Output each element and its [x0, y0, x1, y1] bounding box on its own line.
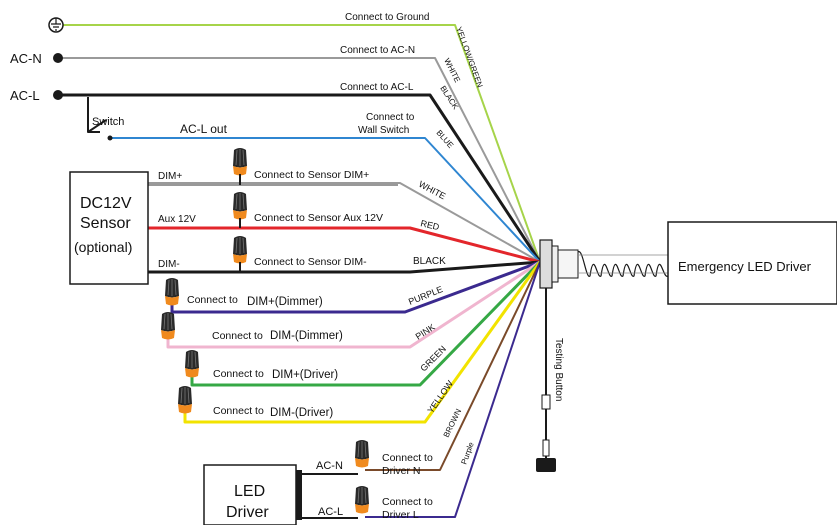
ac-l-black-wire	[58, 93, 542, 263]
connect-dimmer-dim-plus-b: DIM+(Dimmer)	[247, 296, 323, 308]
led-driver-acn: AC-N	[316, 460, 343, 472]
connect-driver-n-1: Connect to	[382, 452, 433, 464]
connect-ground-label: Connect to Ground	[345, 12, 430, 23]
connect-sensor-aux: Connect to Sensor Aux 12V	[254, 212, 383, 224]
wall-switch	[87, 119, 113, 141]
connect-driver-dim-plus-b: DIM+(Driver)	[272, 369, 338, 381]
led-driver-title-2: Driver	[226, 504, 269, 521]
wire-label-yellow: YELLOW	[425, 378, 455, 415]
ac-l-terminal	[53, 90, 63, 100]
sensor-title-3: (optional)	[74, 239, 132, 255]
acl-out-label: AC-L out	[180, 122, 228, 136]
emergency-driver-label: Emergency LED Driver	[678, 259, 812, 274]
wire-label-black-sensor: BLACK	[413, 256, 446, 267]
wire-label-blue: BLUE	[435, 128, 456, 150]
wirenut-dimmer-dim-plus	[164, 277, 180, 306]
wire-label-green: GREEN	[418, 344, 448, 374]
connect-driver-n-2: Driver N	[382, 465, 421, 477]
wirenut-sensor-dim-minus	[232, 235, 248, 264]
testing-button-label: Testing Button	[553, 338, 564, 401]
sensor-title-2: Sensor	[80, 215, 131, 232]
wirenut-driver-dim-minus	[177, 385, 193, 414]
red-wire	[148, 226, 541, 264]
connect-acn-label: Connect to AC-N	[340, 45, 415, 56]
yellow-wire	[183, 261, 542, 424]
wire-label-red: RED	[420, 218, 441, 232]
sensor-dim-plus-label: DIM+	[158, 171, 182, 182]
white-sensor-wire	[148, 182, 541, 263]
wirenut-sensor-aux	[232, 191, 248, 220]
wirenut-driver-n	[354, 439, 370, 468]
black-sensor-wire	[148, 260, 541, 274]
wire-label-brown: BROWN	[442, 407, 464, 439]
wires	[55, 24, 547, 518]
wirenut-driver-dim-plus	[184, 349, 200, 378]
connect-sensor-dim-minus: Connect to Sensor DIM-	[254, 256, 367, 268]
connect-acl-label: Connect to AC-L	[340, 82, 414, 93]
sensor-title-1: DC12V	[80, 195, 132, 212]
connect-sensor-dim-plus: Connect to Sensor DIM+	[254, 169, 369, 181]
led-driver-title-1: LED	[234, 483, 265, 500]
cable-connector	[539, 239, 579, 289]
switch-label: Switch	[92, 116, 124, 128]
sensor-aux-label: Aux 12V	[158, 214, 196, 225]
ac-n-terminal	[53, 53, 63, 63]
connect-driver-l-2: Driver L	[382, 509, 419, 521]
purple-dimmer-wire	[170, 260, 541, 314]
blue-wire	[112, 137, 541, 263]
connect-wall-switch-1: Connect to	[366, 112, 415, 123]
wire-label-black: BLACK	[438, 84, 460, 111]
wirenut-dimmer-dim-minus	[160, 311, 176, 340]
wire-label-white-sensor: WHITE	[417, 179, 447, 201]
pink-wire	[166, 260, 541, 349]
wirenut-sensor-dim-plus	[232, 147, 248, 176]
led-driver-acl: AC-L	[318, 506, 343, 518]
wirenut-driver-l	[354, 485, 370, 514]
purple-driver-wire	[365, 261, 541, 518]
connect-dimmer-dim-minus-b: DIM-(Dimmer)	[270, 330, 343, 342]
connect-driver-dim-plus-a: Connect to	[213, 368, 264, 380]
connect-driver-dim-minus-a: Connect to	[213, 405, 264, 417]
sensor-dim-minus-label: DIM-	[158, 259, 180, 270]
connect-dimmer-dim-plus-a: Connect to	[187, 294, 238, 306]
flex-conduit	[577, 251, 669, 277]
led-driver-terminal-block	[296, 470, 302, 520]
yellow-green-wire	[55, 24, 541, 263]
ac-n-label: AC-N	[10, 51, 42, 66]
brown-wire	[365, 261, 541, 471]
ac-l-label: AC-L	[10, 88, 40, 103]
connect-driver-l-1: Connect to	[382, 496, 433, 508]
ac-n-white-wire	[58, 57, 541, 263]
connect-driver-dim-minus-b: DIM-(Driver)	[270, 407, 333, 419]
testing-button	[536, 394, 556, 472]
ground-terminal	[48, 17, 64, 33]
connect-wall-switch-2: Wall Switch	[358, 125, 409, 136]
sensor-box	[69, 171, 149, 285]
connect-dimmer-dim-minus-a: Connect to	[212, 330, 263, 342]
led-driver-box	[203, 464, 297, 525]
green-wire	[190, 260, 542, 387]
emergency-driver-box	[667, 221, 837, 305]
